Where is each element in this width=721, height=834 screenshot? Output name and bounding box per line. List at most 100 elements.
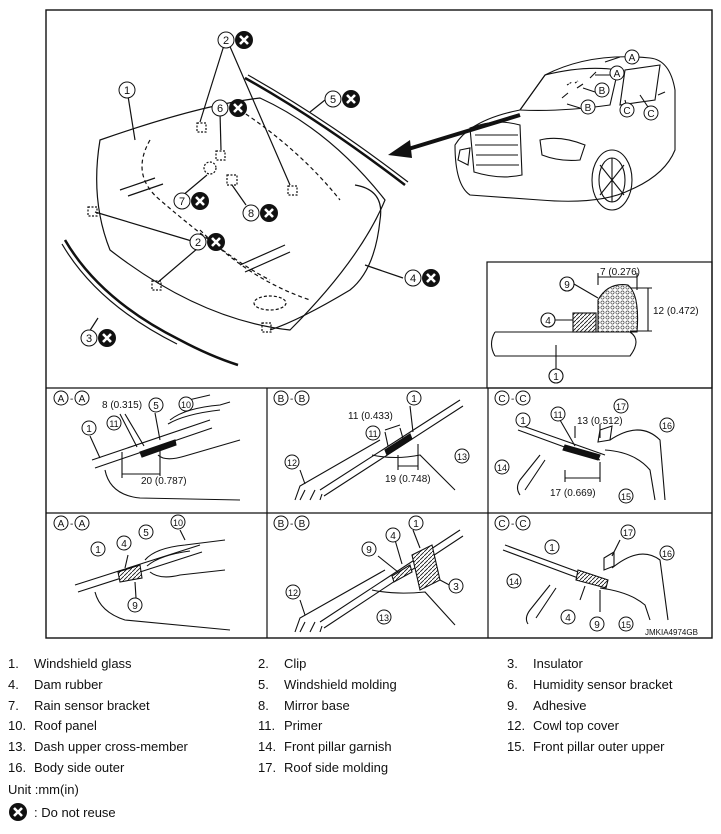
- svg-text:A: A: [629, 53, 636, 64]
- legend-item-number: 5.: [258, 676, 269, 692]
- legend-item-label: Clip: [284, 656, 307, 671]
- callouts-main: 2 1 5 6 7 8 2 4 3: [80, 29, 442, 349]
- svg-text:B: B: [299, 519, 306, 530]
- svg-text:11: 11: [553, 410, 562, 420]
- svg-text:1: 1: [86, 424, 92, 435]
- svg-text:4: 4: [121, 539, 127, 550]
- svg-text:17: 17: [623, 528, 633, 538]
- svg-text:A: A: [58, 519, 65, 530]
- callout-2-mid: 2: [189, 231, 227, 253]
- legend-item: 11. Primer: [258, 718, 322, 733]
- legend-item-number: 6.: [507, 676, 518, 692]
- car-illustration: [454, 56, 676, 211]
- svg-text:15: 15: [621, 492, 631, 502]
- do-not-reuse-note: : Do not reuse: [8, 802, 116, 822]
- svg-text:7 (0.276): 7 (0.276): [600, 267, 640, 278]
- svg-text:1: 1: [411, 394, 417, 405]
- svg-text:13: 13: [457, 452, 467, 462]
- legend-item-number: 4.: [8, 676, 19, 692]
- legend-item-number: 2.: [258, 656, 269, 671]
- svg-text:11 (0.433): 11 (0.433): [348, 411, 393, 422]
- legend-item: 2. Clip: [258, 656, 306, 671]
- callout-1-main: 1: [118, 81, 136, 99]
- svg-text:8: 8: [248, 208, 254, 220]
- legend-item-label: Insulator: [533, 656, 583, 671]
- legend-item-label: Primer: [284, 718, 323, 734]
- legend-item: 7. Rain sensor bracket: [8, 698, 150, 713]
- svg-text:4: 4: [545, 316, 551, 327]
- svg-text:1: 1: [549, 543, 555, 554]
- svg-text:4: 4: [390, 531, 396, 542]
- legend-item: 16.Body side outer: [8, 760, 124, 775]
- callout-4-main: 4: [404, 267, 442, 289]
- legend-item: 9.Adhesive: [507, 698, 586, 713]
- svg-text:-: -: [70, 394, 73, 405]
- svg-text:C: C: [647, 109, 654, 120]
- svg-text:9: 9: [366, 545, 372, 556]
- svg-text:17: 17: [616, 402, 626, 412]
- svg-text:12 (0.472): 12 (0.472): [653, 306, 699, 317]
- svg-text:A: A: [58, 394, 65, 405]
- svg-text:9: 9: [132, 601, 138, 612]
- direction-arrow: [404, 113, 521, 152]
- legend-item-number: 15.: [507, 739, 526, 755]
- legend-item-number: 3.: [507, 656, 518, 671]
- section-cc-lower: C - C 1 17 16 14 4 9 15: [494, 515, 675, 632]
- legend-item-label: Adhesive: [533, 697, 587, 713]
- legend-item-number: 12.: [507, 718, 526, 734]
- svg-text:1: 1: [520, 416, 526, 427]
- svg-text:-: -: [511, 519, 514, 530]
- svg-text:2: 2: [223, 35, 229, 47]
- section-cc-upper: C - C 11 1 17 16 14 15 13 (0.512) 17 (0.…: [494, 390, 675, 504]
- car-section-markers: A A B B C C: [580, 49, 659, 121]
- svg-text:C: C: [519, 394, 526, 405]
- svg-text:1: 1: [124, 85, 130, 97]
- legend-item-number: 11.: [258, 718, 276, 734]
- legend-item-number: 1.: [8, 656, 19, 671]
- windshield-glass: [96, 97, 386, 331]
- svg-text:C: C: [498, 394, 505, 405]
- svg-text:12: 12: [287, 458, 297, 468]
- windshield-diagram: 2 1 5 6 7 8 2 4 3 A A B B C C: [45, 9, 713, 639]
- svg-text:11: 11: [109, 419, 118, 429]
- legend-item: 15.Front pillar outer upper: [507, 739, 665, 754]
- legend-row: 13.Dash upper cross-member 14. Front pilla…: [8, 739, 713, 760]
- section-aa-lower: A - A 1 4 5 10 9: [53, 514, 231, 631]
- legend-item: 4.Dam rubber: [8, 677, 103, 692]
- do-not-reuse-label: : Do not reuse: [34, 804, 116, 820]
- svg-text:11: 11: [368, 429, 377, 439]
- legend-item: 5.Windshield molding: [258, 677, 397, 692]
- dam-rubber: [269, 184, 382, 331]
- svg-text:13: 13: [379, 613, 389, 623]
- legend-item-label: Front pillar garnish: [284, 739, 392, 755]
- svg-text:8 (0.315): 8 (0.315): [102, 400, 142, 411]
- svg-text:5: 5: [153, 401, 159, 412]
- svg-text:14: 14: [497, 463, 507, 473]
- legend-item-label: Body side outer: [34, 759, 125, 775]
- svg-text:1: 1: [95, 545, 101, 556]
- svg-text:14: 14: [509, 577, 519, 587]
- svg-text:A: A: [79, 394, 86, 405]
- callout-8-main: 8: [242, 202, 280, 224]
- legend-item-number: 10.: [8, 718, 27, 734]
- svg-text:B: B: [278, 519, 285, 530]
- svg-text:1: 1: [413, 519, 419, 530]
- legend-item: 13.Dash upper cross-member: [8, 739, 188, 754]
- legend-item-number: 8.: [258, 697, 269, 713]
- svg-text:13 (0.512): 13 (0.512): [577, 416, 623, 427]
- svg-text:2: 2: [195, 237, 201, 249]
- legend-item: 17.Roof side molding: [258, 760, 388, 775]
- legend-item-label: Rain sensor bracket: [34, 697, 150, 713]
- svg-text:3: 3: [86, 333, 92, 345]
- svg-text:12: 12: [288, 588, 298, 598]
- legend-item-number: 14.: [258, 739, 277, 755]
- legend-item: 14. Front pillar garnish: [258, 739, 392, 754]
- svg-text:5: 5: [143, 528, 149, 539]
- svg-text:C: C: [498, 519, 505, 530]
- adhesive-detail-labels: 9 4 1 7 (0.276) 12 (0.472): [545, 267, 698, 383]
- svg-text:B: B: [299, 394, 306, 405]
- adhesive-detail: [490, 273, 652, 384]
- legend-item-number: 7.: [8, 697, 19, 713]
